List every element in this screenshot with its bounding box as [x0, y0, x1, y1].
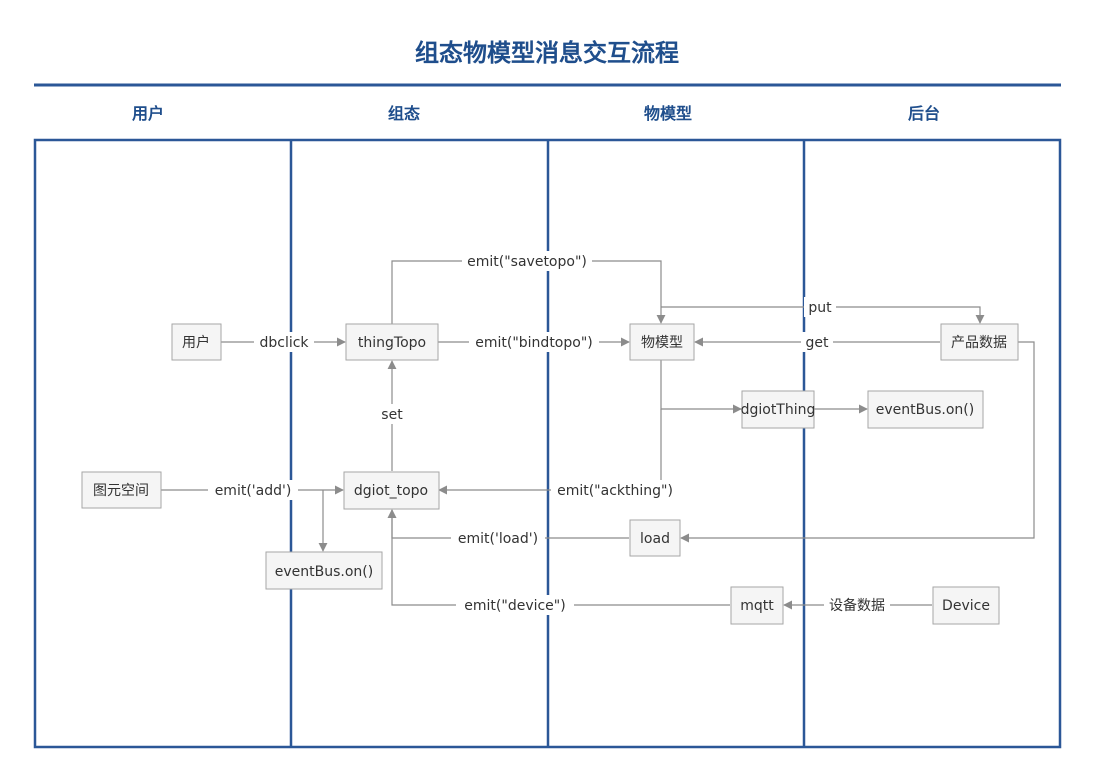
edge-device [387, 509, 730, 606]
node-thingtopo: thingTopo [345, 323, 439, 361]
label-device-data: 设备数据 [829, 597, 885, 614]
label-device: emit("device") [464, 598, 565, 614]
node-wumodel-label: 物模型 [641, 335, 683, 351]
label-savetopo: emit("savetopo") [467, 254, 587, 270]
node-element-space: 图元空间 [81, 471, 162, 509]
diagram-title: 组态物模型消息交互流程 [415, 39, 679, 67]
node-user-label: 用户 [182, 334, 210, 351]
label-dbclick: dbclick [259, 335, 309, 351]
node-dgiottopo-label: dgiot_topo [354, 483, 428, 499]
lane-header-model: 物模型 [644, 104, 692, 123]
label-ackthing: emit("ackthing") [557, 483, 673, 499]
node-wumodel: 物模型 [629, 323, 695, 361]
label-bindtopo: emit("bindtopo") [475, 335, 592, 351]
node-mqtt: mqtt [730, 586, 784, 625]
edge-product-load [680, 341, 1035, 543]
swimlane-frame [33, 138, 1062, 749]
lane-header-backend: 后台 [908, 104, 940, 123]
node-dgiottopo: dgiot_topo [343, 471, 440, 510]
node-product: 产品数据 [940, 323, 1019, 361]
lane-headers: 用户 组态 物模型 后台 [132, 104, 940, 123]
label-get: get [806, 335, 830, 351]
node-load-label: load [640, 531, 670, 547]
label-load: emit('load') [458, 531, 538, 547]
lane-header-topo: 组态 [388, 104, 420, 123]
node-thingtopo-label: thingTopo [358, 335, 426, 351]
node-eventbus-right-label: eventBus.on() [876, 402, 974, 418]
node-dgiotthing-label: dgiotThing [741, 402, 816, 418]
edge-put [661, 306, 985, 324]
node-device: Device [932, 586, 1000, 625]
edge-ackthing [438, 409, 662, 495]
node-eventbus-right: eventBus.on() [867, 390, 984, 429]
node-product-label: 产品数据 [951, 335, 1007, 351]
nodes: 用户 thingTopo 物模型 产品数据 dgiotThing eventBu… [81, 323, 1019, 625]
label-add: emit('add') [215, 483, 292, 499]
node-mqtt-label: mqtt [740, 598, 774, 614]
node-dgiotthing: dgiotThing [741, 390, 816, 429]
node-user: 用户 [171, 323, 222, 361]
node-eventbus-left: eventBus.on() [265, 551, 383, 590]
edge-labels: dbclick emit("savetopo") emit("bindtopo"… [208, 251, 890, 615]
lane-header-user: 用户 [132, 104, 164, 123]
node-eventbus-left-label: eventBus.on() [275, 564, 373, 580]
label-put: put [808, 300, 832, 316]
node-element-space-label: 图元空间 [93, 483, 149, 499]
label-set: set [381, 407, 403, 423]
node-device-label: Device [942, 598, 990, 614]
node-load: load [629, 519, 681, 557]
edge-model-dgiotthing [660, 360, 742, 414]
